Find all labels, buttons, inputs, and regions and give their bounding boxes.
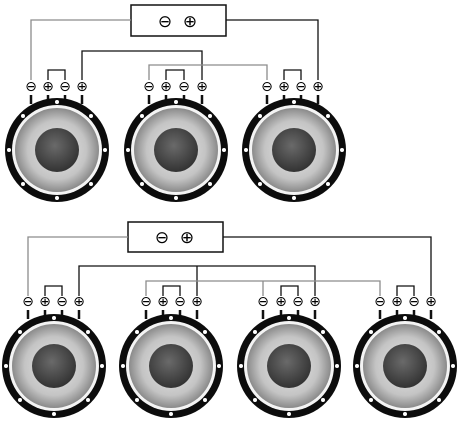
- sp1-neg-a: ⊖: [25, 79, 37, 95]
- amp-positive-terminal: ⊕: [180, 228, 194, 248]
- sp2-neg-b: ⊖: [174, 294, 186, 310]
- speaker-bottom-1: [2, 314, 106, 418]
- speaker-top-3: [242, 98, 346, 202]
- wiring-bottom: [27, 236, 432, 296]
- speaker-top-2: [124, 98, 228, 202]
- amp-negative-terminal: ⊖: [155, 228, 169, 248]
- wiring-top: [30, 19, 319, 80]
- sp1-pos-a: ⊕: [42, 79, 54, 95]
- sp3-neg-a: ⊖: [257, 294, 269, 310]
- sp3-neg-b: ⊖: [295, 79, 307, 95]
- sp2-neg-b: ⊖: [178, 79, 190, 95]
- sp3-pos-b: ⊕: [312, 79, 324, 95]
- sp1-pos-a: ⊕: [39, 294, 51, 310]
- sp1-pos-b: ⊕: [76, 79, 88, 95]
- sp2-pos-a: ⊕: [157, 294, 169, 310]
- speaker-bottom-4: [353, 314, 457, 418]
- terminal-row-top: ⊖ ⊕ ⊖ ⊕ ⊖ ⊕ ⊖ ⊕ ⊖ ⊕ ⊖ ⊕: [25, 79, 324, 95]
- terminal-row-bottom: ⊖ ⊕ ⊖ ⊕ ⊖ ⊕ ⊖ ⊕ ⊖ ⊕ ⊖ ⊕ ⊖ ⊕ ⊖ ⊕: [22, 294, 437, 310]
- sp2-pos-b: ⊕: [196, 79, 208, 95]
- speaker-top-1: [5, 98, 109, 202]
- sp2-pos-a: ⊕: [160, 79, 172, 95]
- terminal-stubs-bottom: [26, 310, 433, 319]
- sp4-neg-a: ⊖: [374, 294, 386, 310]
- sp3-pos-b: ⊕: [309, 294, 321, 310]
- speaker-bottom-3: [237, 314, 341, 418]
- sp4-pos-a: ⊕: [391, 294, 403, 310]
- sp4-neg-b: ⊖: [408, 294, 420, 310]
- amp-positive-terminal: ⊕: [183, 12, 197, 32]
- amplifier-bottom: ⊖ ⊕: [127, 221, 224, 253]
- sp3-pos-a: ⊕: [275, 294, 287, 310]
- amp-negative-terminal: ⊖: [158, 12, 172, 32]
- amplifier-top: ⊖ ⊕: [130, 4, 227, 37]
- sp1-neg-b: ⊖: [59, 79, 71, 95]
- sp1-pos-b: ⊕: [73, 294, 85, 310]
- diagram-four-speakers: ⊖ ⊕ ⊖ ⊕ ⊖ ⊕ ⊖ ⊕: [2, 221, 457, 418]
- diagram-three-speakers: ⊖ ⊕ ⊖ ⊕ ⊖ ⊕ ⊖ ⊕ ⊖: [5, 4, 346, 202]
- sp2-neg-a: ⊖: [140, 294, 152, 310]
- sp3-pos-a: ⊕: [278, 79, 290, 95]
- sp3-neg-a: ⊖: [261, 79, 273, 95]
- sp3-neg-b: ⊖: [292, 294, 304, 310]
- speaker-bottom-2: [119, 314, 223, 418]
- sp1-neg-a: ⊖: [22, 294, 34, 310]
- sp2-neg-a: ⊖: [143, 79, 155, 95]
- sp2-pos-b: ⊕: [191, 294, 203, 310]
- sp1-neg-b: ⊖: [56, 294, 68, 310]
- sp4-pos-b: ⊕: [425, 294, 437, 310]
